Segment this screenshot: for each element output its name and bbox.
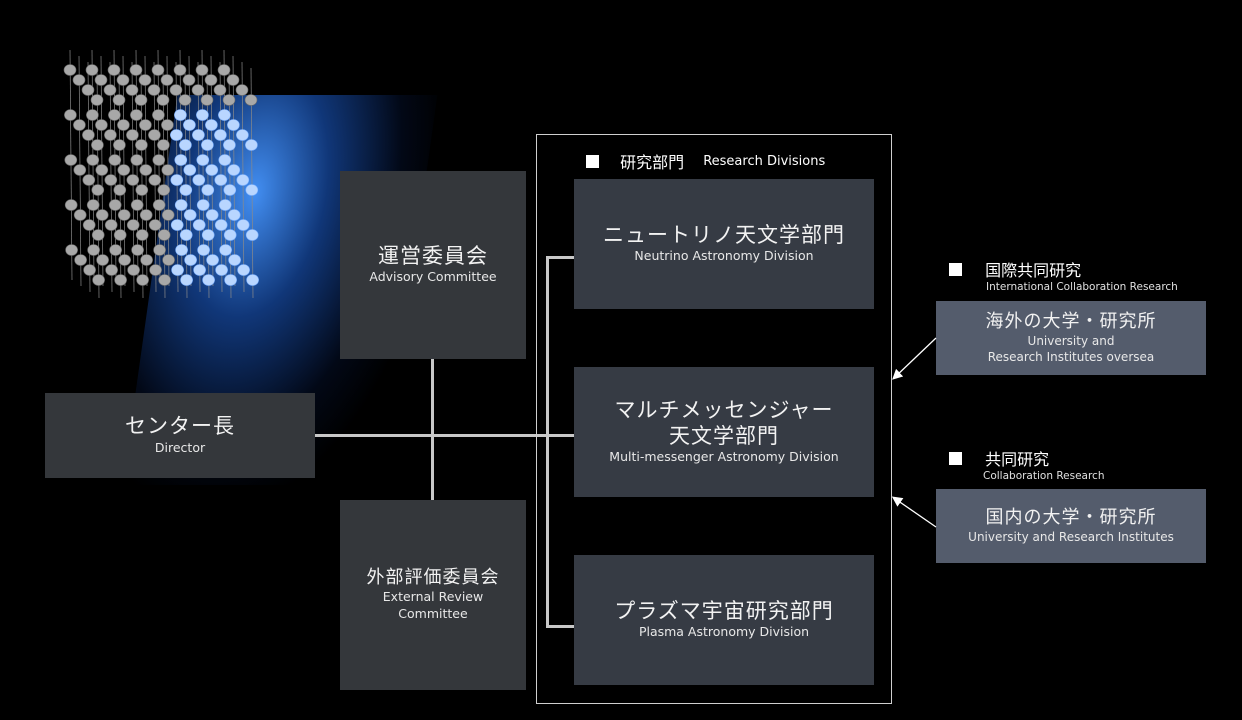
collaboration-arrows [891, 337, 937, 528]
square-bullet-icon [949, 262, 962, 276]
square-bullet-icon [586, 154, 599, 168]
division-neutrino-en: Neutrino Astronomy Division [634, 248, 814, 264]
domestic-institutes-jp: 国内の大学・研究所 [985, 506, 1157, 528]
advisory-committee-jp: 運営委員会 [378, 243, 488, 268]
connector-director-horizontal [314, 434, 574, 437]
division-neutrino-jp: ニュートリノ天文学部門 [603, 222, 845, 247]
overseas-institutes-en-line1: University and [1027, 333, 1115, 348]
research-divisions-title-jp: 研究部門 [620, 153, 685, 172]
division-multimessenger-jp-line1: マルチメッセンジャー [614, 397, 834, 422]
domestic-institutes-en: University and Research Institutes [968, 529, 1174, 544]
overseas-institutes-en-line2: Research Institutes oversea [987, 349, 1155, 364]
square-bullet-icon [949, 451, 962, 465]
connector-committees-vertical [431, 358, 434, 500]
external-review-en-line2: Committee [398, 605, 468, 621]
advisory-committee-en: Advisory Committee [369, 269, 497, 285]
division-multimessenger-jp-line2: 天文学部門 [669, 423, 779, 448]
arrow-overseas-to-multimessenger [892, 337, 937, 380]
connector-division-3 [546, 625, 574, 628]
director-box: センター長 Director [45, 393, 315, 478]
research-divisions-heading: 研究部門 Research Divisions [586, 149, 825, 173]
connector-divisions-vertical [546, 256, 549, 628]
external-review-en-line1: External Review [382, 589, 484, 605]
international-heading: 国際共同研究 [949, 257, 1081, 281]
domestic-title-jp: 共同研究 [985, 450, 1050, 469]
overseas-institutes-box: 海外の大学・研究所 University and Research Instit… [936, 301, 1206, 375]
domestic-heading: 共同研究 [949, 446, 1049, 470]
domestic-institutes-box: 国内の大学・研究所 University and Research Instit… [936, 489, 1206, 563]
research-divisions-frame [536, 134, 892, 704]
director-title-jp: センター長 [125, 414, 235, 439]
division-neutrino-box: ニュートリノ天文学部門 Neutrino Astronomy Division [574, 179, 874, 309]
external-review-jp: 外部評価委員会 [366, 567, 500, 589]
advisory-committee-box: 運営委員会 Advisory Committee [340, 171, 526, 359]
international-title-jp: 国際共同研究 [985, 261, 1082, 280]
overseas-institutes-jp: 海外の大学・研究所 [985, 310, 1157, 332]
arrow-domestic-to-multimessenger [891, 496, 937, 528]
division-multimessenger-en: Multi-messenger Astronomy Division [609, 449, 839, 465]
director-title-en: Director [154, 439, 206, 455]
division-plasma-en: Plasma Astronomy Division [638, 624, 810, 640]
division-plasma-box: プラズマ宇宙研究部門 Plasma Astronomy Division [574, 555, 874, 685]
division-multimessenger-box: マルチメッセンジャー 天文学部門 Multi-messenger Astrono… [574, 367, 874, 497]
connector-division-1 [546, 256, 574, 259]
detector-lattice-illustration [63, 49, 259, 299]
domestic-title-en: Collaboration Research [983, 470, 1105, 482]
research-divisions-title-en: Research Divisions [703, 153, 826, 169]
division-plasma-jp: プラズマ宇宙研究部門 [614, 598, 834, 623]
external-review-committee-box: 外部評価委員会 External Review Committee [340, 500, 526, 690]
international-title-en: International Collaboration Research [986, 281, 1178, 293]
